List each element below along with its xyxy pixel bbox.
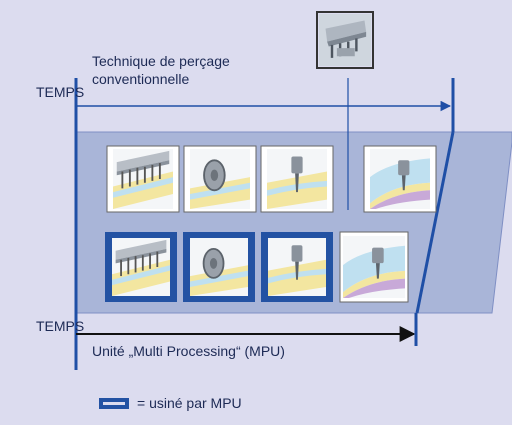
mpu-multi-drill-icon	[105, 232, 177, 302]
drill-head-icon	[316, 11, 374, 69]
single-drill-icon	[260, 145, 334, 213]
temps-bottom-label: TEMPS	[36, 318, 85, 334]
multi-drill-icon	[106, 145, 180, 213]
technique-title-line1: Technique de perçage	[92, 53, 230, 69]
legend-text: = usiné par MPU	[137, 395, 242, 411]
technique-title-line2: conventionnelle	[92, 71, 190, 87]
mpu-single-drill-icon	[261, 232, 333, 302]
temps-top-label: TEMPS	[36, 84, 85, 100]
edge-drill-icon	[363, 145, 437, 213]
mpu-edge-drill-icon	[339, 231, 409, 303]
slant-edge	[415, 131, 455, 314]
mpu-label: Unité „Multi Processing“ (MPU)	[92, 343, 285, 359]
mpu-saw-blade-icon	[183, 232, 255, 302]
legend-swatch	[99, 398, 129, 409]
saw-blade-icon	[183, 145, 257, 213]
